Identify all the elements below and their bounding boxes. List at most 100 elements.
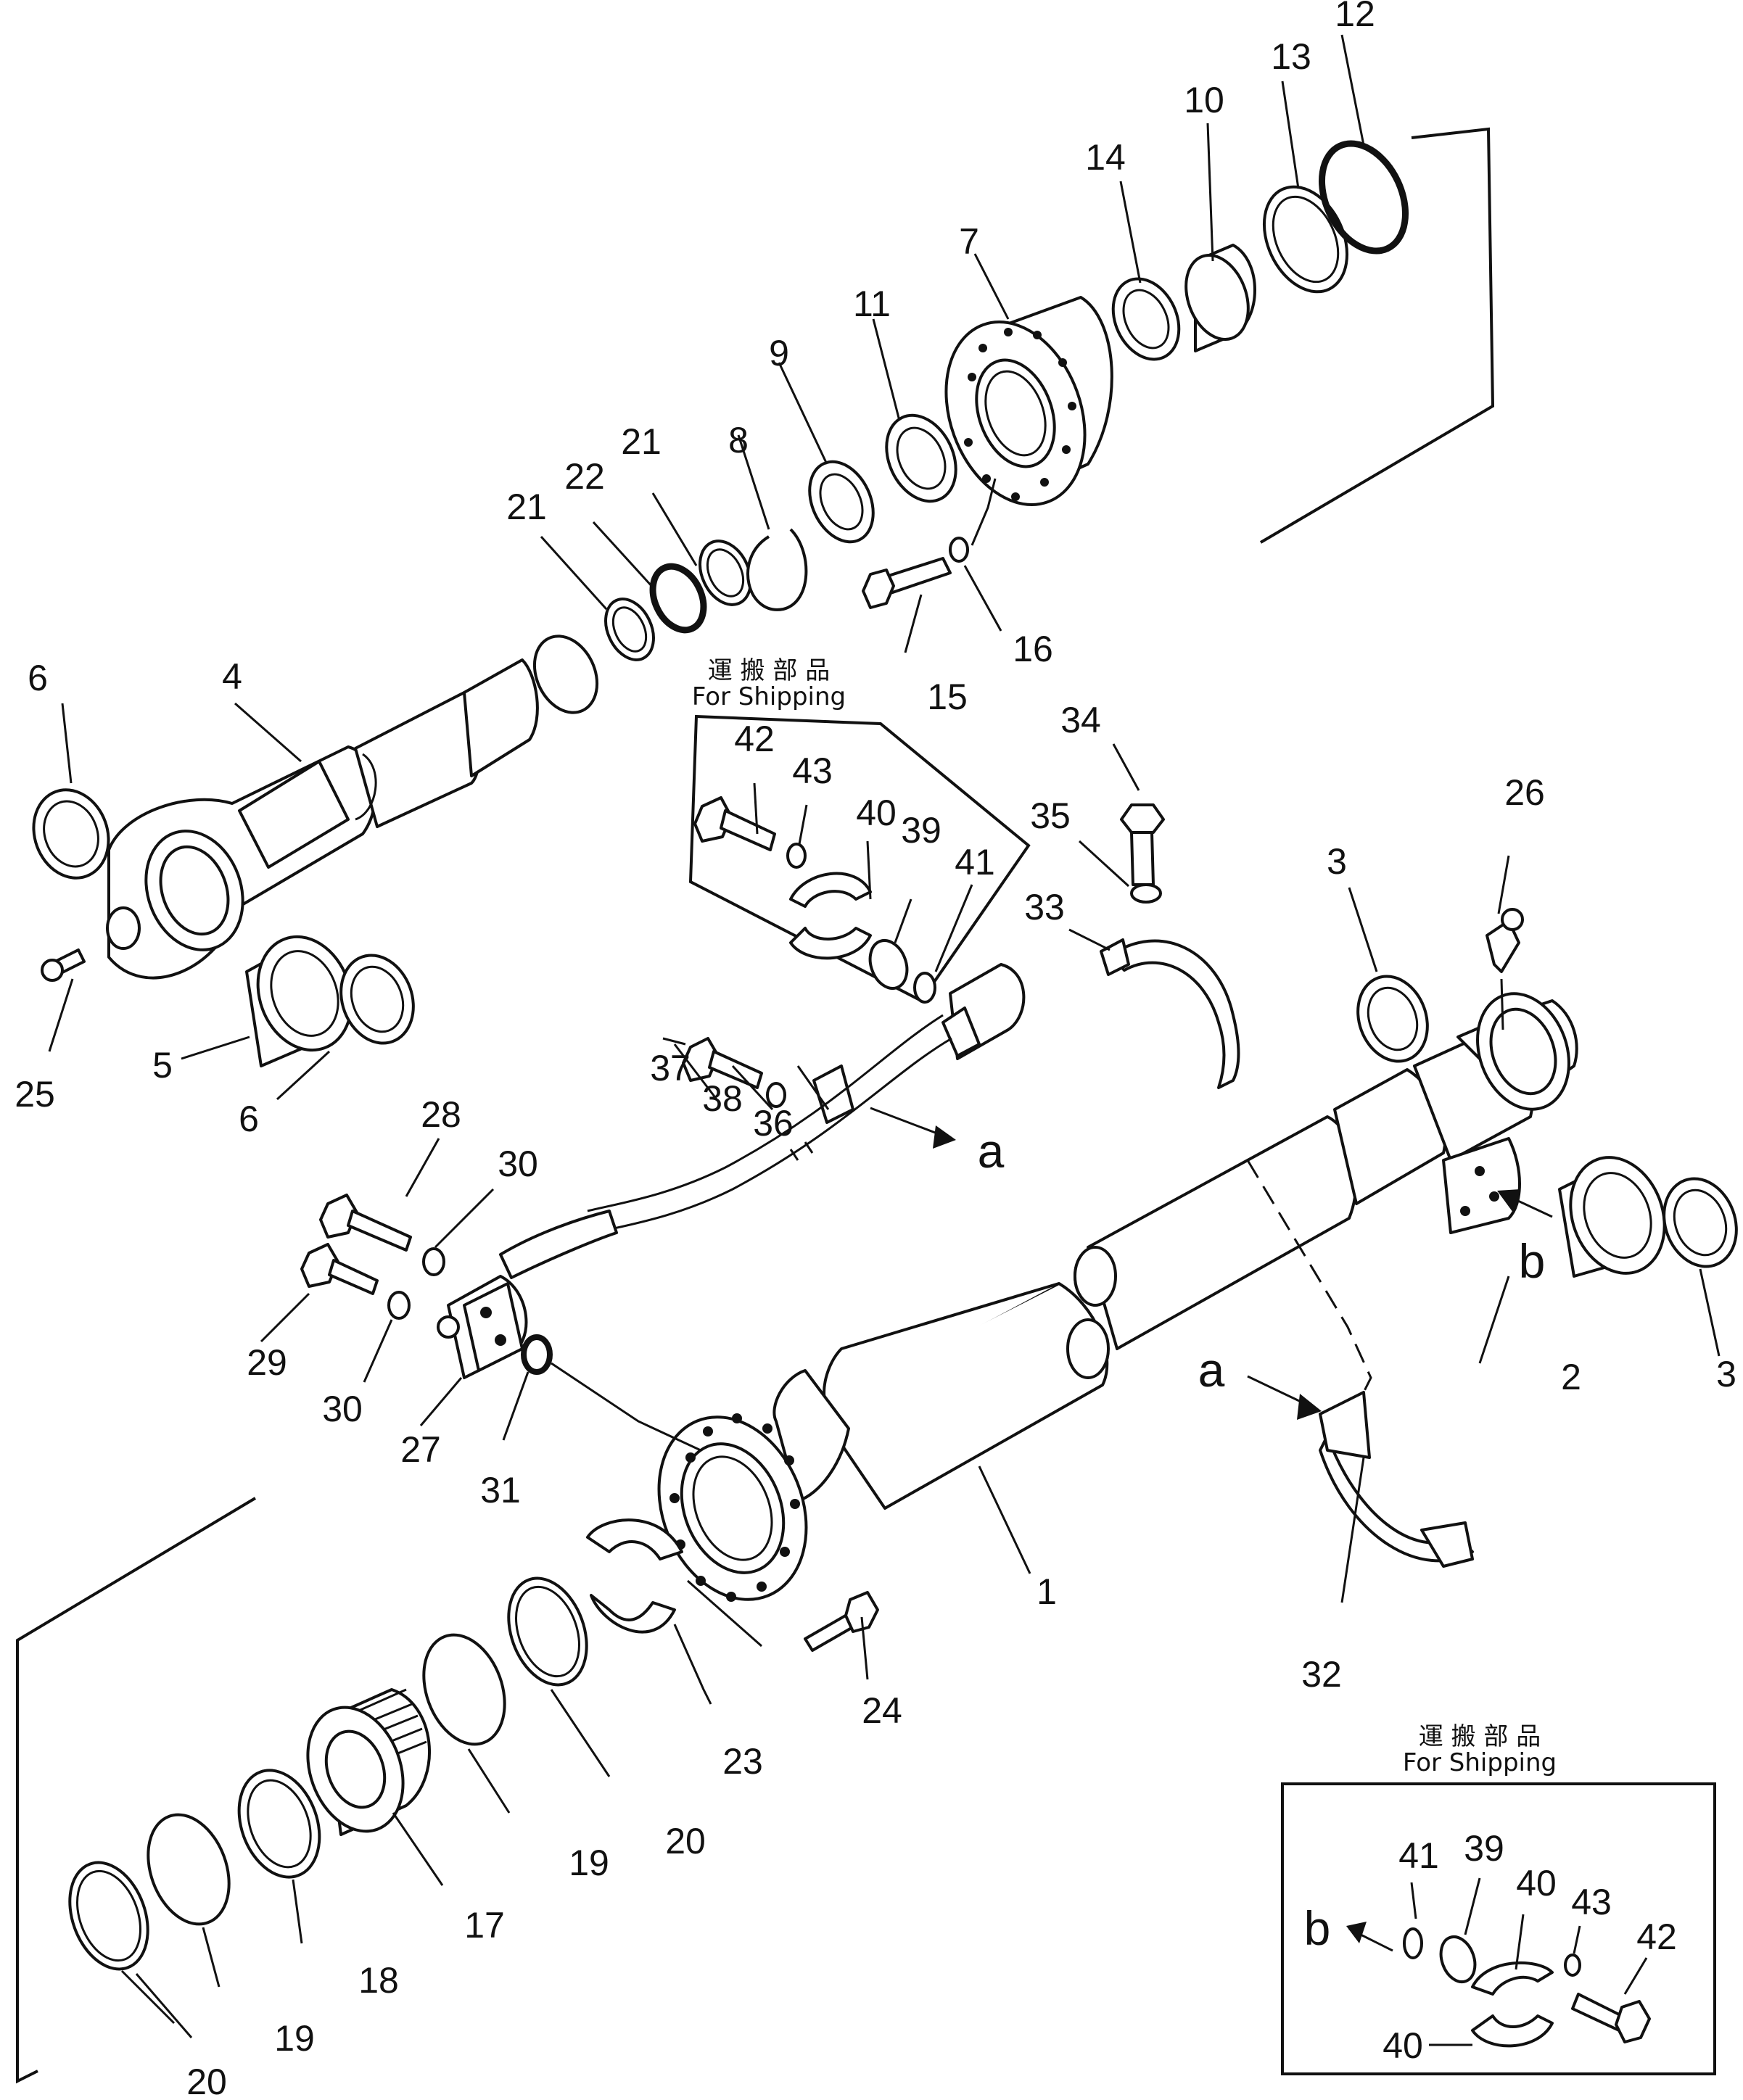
bolt-34 [1120, 803, 1165, 886]
spacer-39-inset [1439, 1935, 1477, 1983]
callout-6b: 6 [239, 1099, 259, 1139]
callout-3b: 3 [1716, 1354, 1736, 1394]
seal-18 [237, 1769, 321, 1879]
callout-3a: 3 [1327, 841, 1347, 882]
callout-19b: 19 [274, 2018, 315, 2059]
callout-16: 16 [1013, 629, 1053, 669]
callout-21b: 21 [621, 421, 662, 462]
ring-19a [422, 1633, 506, 1746]
o-ring-12 [1318, 140, 1409, 255]
callout-9: 9 [769, 333, 789, 373]
seal-ring-21b [699, 540, 752, 606]
callout-labels: 1 2 3 3 4 5 6 6 7 8 9 10 11 12 13 14 15 … [15, 0, 1736, 2100]
seal-ring-21a [604, 598, 655, 661]
inset-callout-42: 42 [1636, 1917, 1677, 1957]
o-ring-41-upper [913, 972, 936, 1004]
callout-13: 13 [1271, 36, 1311, 77]
callout-29: 29 [247, 1342, 287, 1383]
callout-42: 42 [734, 719, 775, 759]
callout-2: 2 [1561, 1357, 1581, 1397]
wear-ring-20b [68, 1861, 149, 1971]
dust-seal-6a [32, 788, 110, 880]
grease-fitting-25 [41, 948, 86, 982]
bushing-9 [808, 460, 875, 544]
callout-31: 31 [480, 1470, 521, 1510]
washer-38 [766, 1082, 786, 1108]
callout-39: 39 [901, 810, 941, 851]
callout-11: 11 [853, 284, 891, 324]
split-flange-40-inset-upper [1471, 1961, 1554, 1996]
callout-19a: 19 [569, 1843, 609, 1883]
washer-16 [949, 537, 969, 563]
shipping-note-inset: 運 搬 部 品 For Shipping [1403, 1722, 1557, 1777]
clamp-32 [1319, 1391, 1474, 1568]
callout-41: 41 [955, 842, 995, 882]
svg-text:運 搬 部 品: 運 搬 部 品 [708, 656, 830, 685]
piston-rod [106, 634, 599, 980]
callout-36: 36 [753, 1103, 794, 1144]
callout-28: 28 [421, 1094, 461, 1135]
callout-8: 8 [728, 420, 749, 460]
callout-34: 34 [1060, 700, 1101, 740]
bolt-29 [300, 1243, 379, 1295]
assembly-bracket-lower [16, 1497, 257, 2084]
callout-20b: 20 [186, 2062, 227, 2100]
bolt-24 [804, 1591, 879, 1652]
callout-40: 40 [856, 793, 897, 833]
washer-30a [422, 1247, 445, 1276]
callout-14: 14 [1085, 137, 1126, 178]
hose-fitting [941, 963, 1026, 1060]
view-arrows [870, 1107, 1553, 1952]
view-letter-b-clevis: b [1519, 1234, 1546, 1288]
split-flange-40-upper [789, 872, 872, 960]
bolt-15 [862, 557, 952, 609]
shipping-box-inset [1281, 1782, 1716, 2075]
washer-35 [1130, 883, 1162, 904]
callout-25: 25 [15, 1074, 55, 1115]
callout-18: 18 [358, 1960, 399, 2001]
callout-32: 32 [1301, 1654, 1342, 1695]
snap-ring-8 [746, 528, 808, 611]
cylinder-head [944, 296, 1113, 506]
ring-14 [1111, 277, 1181, 361]
shipping-box-upper [688, 714, 1031, 1003]
washer-30b [387, 1291, 411, 1320]
callout-38: 38 [702, 1078, 743, 1119]
callout-6a: 6 [28, 658, 48, 698]
callout-12: 12 [1335, 0, 1375, 34]
assembly-bracket-upper [1259, 127, 1495, 544]
cylinder-bottom-clevis [1413, 992, 1578, 1234]
callout-15: 15 [927, 677, 968, 717]
callout-33: 33 [1024, 887, 1065, 927]
callout-24: 24 [862, 1690, 902, 1731]
view-letter-a-hose: a [978, 1124, 1005, 1178]
svg-text:運 搬 部 品: 運 搬 部 品 [1419, 1722, 1541, 1751]
bushing-10 [1184, 244, 1256, 352]
piston-17 [306, 1688, 432, 1836]
callout-43: 43 [792, 751, 833, 791]
svg-text:For Shipping: For Shipping [692, 682, 846, 711]
bolt-42-inset [1571, 1993, 1651, 2043]
callout-20a: 20 [665, 1821, 706, 1861]
callout-23: 23 [722, 1741, 763, 1782]
callout-37: 37 [650, 1048, 691, 1088]
view-letters: a a b b [978, 1124, 1546, 1955]
callout-10: 10 [1184, 80, 1224, 120]
dust-seal-3a [1356, 975, 1429, 1063]
clamp-36 [812, 1065, 854, 1124]
o-ring-41-inset [1403, 1927, 1423, 1959]
svg-text:For Shipping: For Shipping [1403, 1748, 1557, 1777]
bolt-28 [319, 1194, 412, 1252]
hydraulic-hose [499, 1014, 952, 1279]
inset-callout-labels: 41 39 40 43 42 40 [1383, 1828, 1677, 2066]
cylinder-tube [657, 1068, 1447, 1602]
split-flange-23 [586, 1518, 683, 1634]
flange-27 [437, 1275, 528, 1379]
inset-callout-39: 39 [1464, 1828, 1504, 1869]
callout-30b: 30 [322, 1389, 363, 1429]
callout-26: 26 [1504, 772, 1545, 813]
inset-callout-40b: 40 [1383, 2025, 1423, 2066]
callout-21a: 21 [506, 487, 547, 527]
grease-fitting-26 [1486, 908, 1524, 973]
